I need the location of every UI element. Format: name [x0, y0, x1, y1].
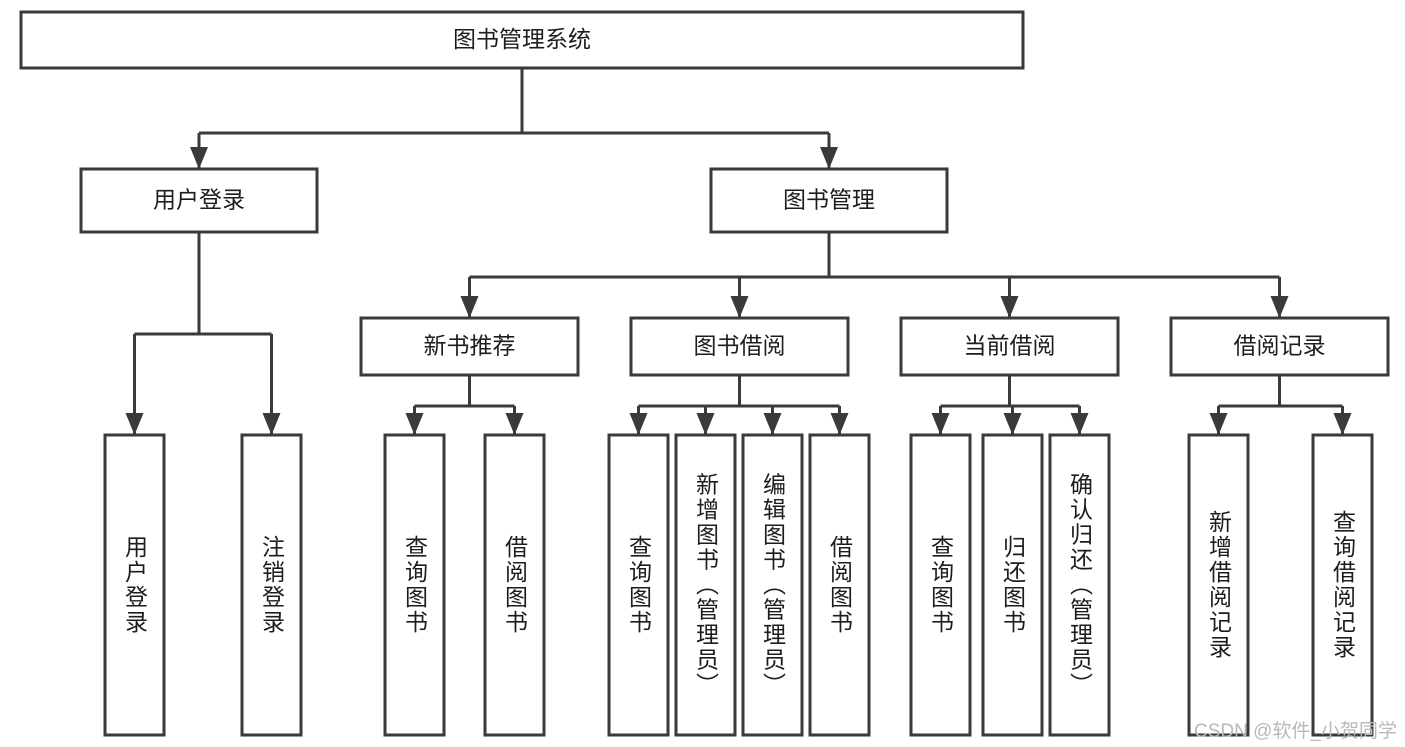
node-box[interactable] — [674, 433, 737, 737]
arrow-head-icon — [405, 413, 424, 435]
arrow-head-icon — [763, 413, 782, 435]
node-n_borrow_rec[interactable]: 借阅记录 — [1169, 316, 1390, 377]
node-l_query_record[interactable]: 查询借阅记录 — [1311, 433, 1374, 737]
node-label: 查询图书 — [928, 535, 955, 635]
node-boxes: 图书管理系统用户登录图书管理新书推荐图书借阅当前借阅借阅记录用户登录注销登录查询… — [19, 10, 1390, 737]
arrow-head-icon — [1003, 413, 1022, 435]
arrow-head-icon — [830, 413, 849, 435]
node-box[interactable] — [741, 433, 804, 737]
node-n_cur_borrow[interactable]: 当前借阅 — [899, 316, 1120, 377]
node-label: 用户登录 — [122, 535, 149, 635]
node-label: 查询借阅记录 — [1330, 510, 1357, 660]
node-label: 用户登录 — [153, 187, 245, 213]
node-label: 借阅图书 — [502, 535, 529, 635]
node-label: 确认归还（管理员） — [1067, 473, 1094, 698]
node-box[interactable] — [808, 433, 871, 737]
arrow-head-icon — [696, 413, 715, 435]
node-box[interactable] — [981, 433, 1044, 737]
node-label: 编辑图书（管理员） — [760, 473, 787, 698]
node-box[interactable] — [103, 433, 166, 737]
arrow-head-icon — [1070, 413, 1089, 435]
node-box[interactable] — [909, 433, 972, 737]
arrow-head-icon — [505, 413, 524, 435]
node-n_book_borrow[interactable]: 图书借阅 — [629, 316, 850, 377]
arrow-head-icon — [931, 413, 950, 435]
node-box[interactable] — [607, 433, 670, 737]
arrow-head-icon — [629, 413, 648, 435]
node-box[interactable] — [1311, 433, 1374, 737]
node-box[interactable] — [79, 167, 319, 234]
node-n_user_login[interactable]: 用户登录 — [79, 167, 319, 234]
arrow-head-icon — [820, 147, 838, 169]
node-box[interactable] — [1187, 433, 1250, 737]
arrow-head-icon — [1209, 413, 1228, 435]
node-label: 新增图书（管理员） — [693, 473, 720, 698]
node-label: 查询图书 — [626, 535, 653, 635]
arrow-head-icon — [1270, 296, 1289, 318]
node-box[interactable] — [1048, 433, 1111, 737]
node-label: 当前借阅 — [964, 333, 1056, 359]
node-l_query_book_1[interactable]: 查询图书 — [383, 433, 446, 737]
node-l_query_book_3[interactable]: 查询图书 — [909, 433, 972, 737]
arrow-head-icon — [190, 147, 208, 169]
node-label: 归还图书 — [1000, 535, 1027, 635]
arrow-head-icon — [262, 413, 281, 435]
node-label: 新增借阅记录 — [1206, 510, 1233, 660]
arrow-head-icon — [1333, 413, 1352, 435]
node-box[interactable] — [629, 316, 850, 377]
node-l_edit_book[interactable]: 编辑图书（管理员） — [741, 433, 804, 737]
node-l_return_book[interactable]: 归还图书 — [981, 433, 1044, 737]
connector-lines — [125, 68, 1352, 435]
arrow-head-icon — [730, 296, 749, 318]
node-l_add_record[interactable]: 新增借阅记录 — [1187, 433, 1250, 737]
arrow-head-icon — [125, 413, 144, 435]
watermark-label: CSDN @软件_小贺同学 — [1194, 721, 1397, 742]
node-label: 新书推荐 — [424, 333, 516, 359]
node-box[interactable] — [709, 167, 949, 234]
node-l_user_login[interactable]: 用户登录 — [103, 433, 166, 737]
node-l_borrow_book_2[interactable]: 借阅图书 — [808, 433, 871, 737]
node-box[interactable] — [240, 433, 303, 737]
node-l_add_book[interactable]: 新增图书（管理员） — [674, 433, 737, 737]
node-box[interactable] — [359, 316, 580, 377]
node-box[interactable] — [483, 433, 546, 737]
node-label: 图书借阅 — [694, 333, 786, 359]
node-n_new_book_rec[interactable]: 新书推荐 — [359, 316, 580, 377]
node-label: 注销登录 — [259, 535, 286, 635]
node-box[interactable] — [899, 316, 1120, 377]
arrow-head-icon — [1000, 296, 1019, 318]
node-label: 借阅图书 — [827, 535, 854, 635]
node-label: 借阅记录 — [1234, 333, 1326, 359]
node-l_logout[interactable]: 注销登录 — [240, 433, 303, 737]
node-label: 查询图书 — [402, 535, 429, 635]
node-box[interactable] — [383, 433, 446, 737]
node-label: 图书管理 — [783, 187, 875, 213]
node-l_confirm_return[interactable]: 确认归还（管理员） — [1048, 433, 1111, 737]
node-root[interactable]: 图书管理系统 — [19, 10, 1025, 70]
node-l_borrow_book_1[interactable]: 借阅图书 — [483, 433, 546, 737]
node-box[interactable] — [1169, 316, 1390, 377]
node-label: 图书管理系统 — [453, 26, 591, 52]
node-box[interactable] — [19, 10, 1025, 70]
node-n_book_mgmt[interactable]: 图书管理 — [709, 167, 949, 234]
node-l_query_book_2[interactable]: 查询图书 — [607, 433, 670, 737]
arrow-head-icon — [460, 296, 479, 318]
